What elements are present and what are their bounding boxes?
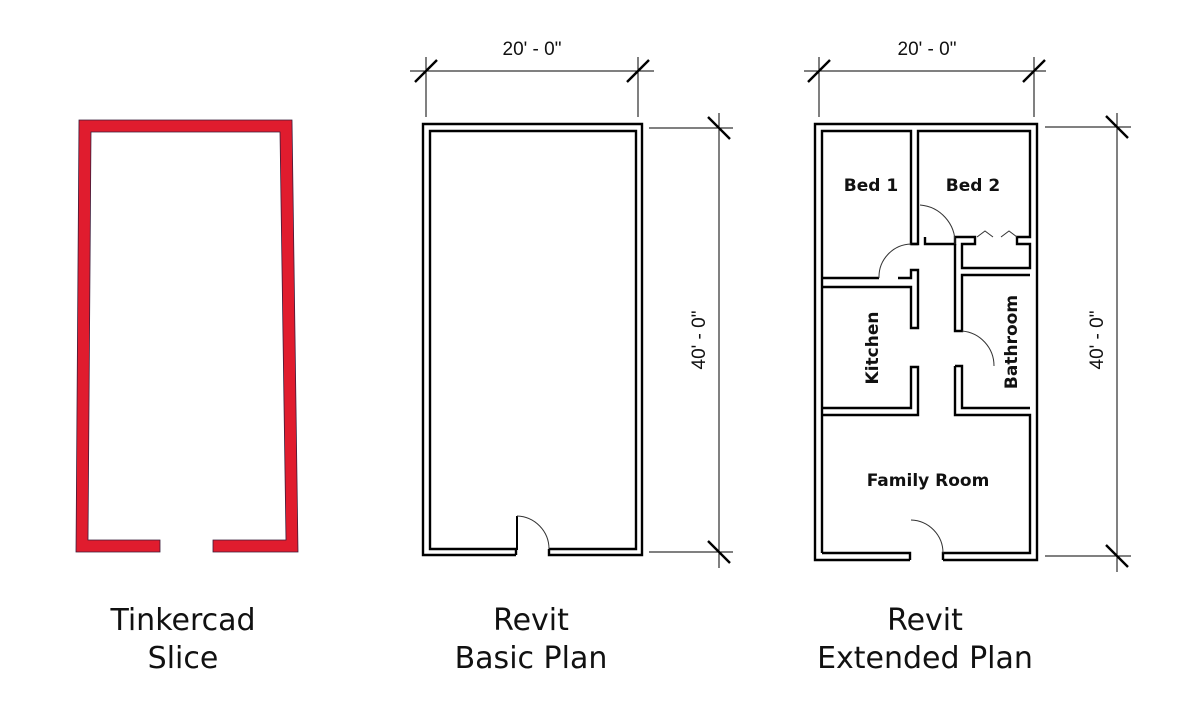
closet-bifold-doors — [976, 230, 1018, 238]
width-dimension: 20' - 0" — [410, 39, 654, 117]
caption-line1: Revit — [493, 603, 569, 638]
caption-line2: Extended Plan — [817, 641, 1033, 676]
tinkercad-wall — [75, 119, 299, 553]
depth-dimension: 40' - 0" — [1045, 113, 1131, 572]
room-label-bed2: Bed 2 — [946, 176, 1000, 196]
revit-basic-plan: 20' - 0" 40' - 0" Revit Basic Plan — [410, 39, 733, 676]
tinkercad-slice: Tinkercad Slice — [75, 119, 299, 676]
door-swing-bed2 — [919, 204, 956, 245]
width-dim-label: 20' - 0" — [503, 39, 562, 60]
width-dim-label: 20' - 0" — [898, 39, 957, 60]
depth-dim-label: 40' - 0" — [1087, 311, 1108, 370]
door-swing-bed1 — [878, 243, 912, 279]
width-dimension: 20' - 0" — [804, 39, 1046, 117]
walls — [813, 122, 1039, 562]
room-label-family-room: Family Room — [867, 471, 990, 491]
depth-dimension: 40' - 0" — [649, 113, 733, 568]
room-label-bed1: Bed 1 — [844, 176, 898, 196]
room-label-kitchen: Kitchen — [863, 312, 883, 385]
door-swing-entry — [910, 519, 944, 554]
room-label-bathroom: Bathroom — [1002, 295, 1022, 389]
caption-line2: Slice — [148, 641, 219, 676]
revit-extended-plan: 20' - 0" 40' - 0" Bed 1 — [804, 39, 1131, 676]
caption-line1: Tinkercad — [109, 603, 255, 638]
walls — [421, 122, 644, 557]
caption-line1: Revit — [887, 603, 963, 638]
depth-dim-label: 40' - 0" — [689, 311, 710, 370]
door-swing — [516, 515, 550, 550]
door-swing-bathroom — [961, 330, 995, 367]
caption-line2: Basic Plan — [455, 641, 608, 676]
